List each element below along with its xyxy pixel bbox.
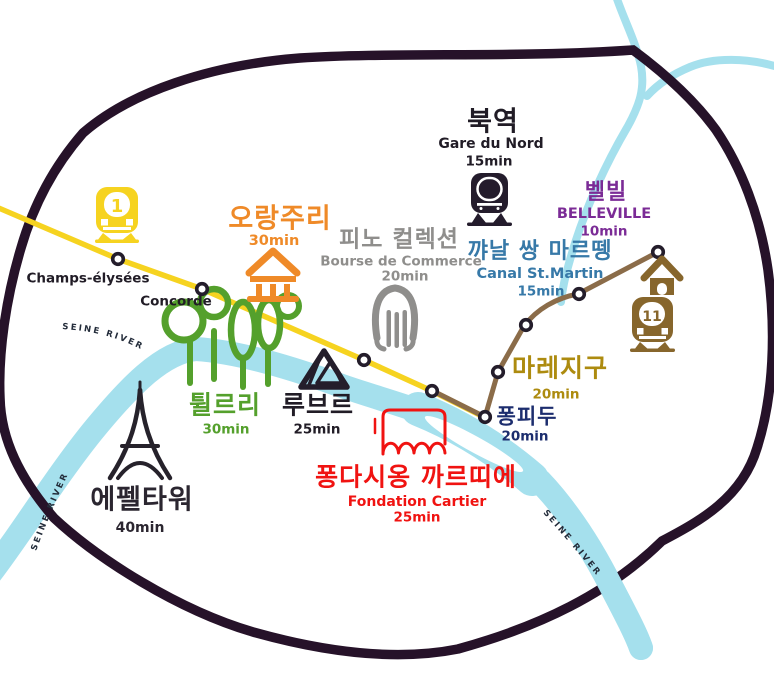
orangerie-time: 30min [248,232,300,249]
gare-du-nord-train-icon [467,173,512,226]
ile-de-la-cite-island [424,415,524,473]
canal-st-martin-label-en: Canal St.Martin [476,265,604,282]
bourse-de-commerce-icon [371,284,419,352]
louvre-label: 루브르 [281,390,355,420]
belleville-house-icon [640,255,684,295]
belleville-label-en: BELLEVILLE [556,205,652,222]
station-label-concorde: Concorde [140,293,212,310]
eiffel-tower-label: 에펠타워 [90,484,194,516]
seine-river-label: SEINE RIVER [62,322,146,353]
fondation-cartier-label-ko: 퐁다시옹 까르띠에 [315,462,517,492]
ring-road [0,45,774,660]
ile-saint-louis-island [498,476,536,516]
pinault-time: 20min [381,268,429,285]
station-dot [490,364,506,380]
tuileries-time: 30min [202,421,250,438]
gare-du-nord-label-ko: 북역 [467,106,519,138]
marais-label: 마레지구 [511,353,609,383]
station-dot [518,317,534,333]
belleville-label-ko: 벨빌 [584,180,628,205]
eiffel-tower-icon [107,380,173,481]
canal-st-martin-label-ko: 꺄날 쌍 마르뗑 [467,239,613,264]
fondation-cartier-icon [373,408,447,456]
bourse-de-commerce-label: Bourse de Commerce [320,253,482,270]
station-dot-pompidou [477,409,493,425]
marais-time: 20min [532,386,580,403]
station-dot-champs-elysees [110,251,126,267]
station-label-champs-elysees: Champs-élysées [26,270,150,287]
pompidou-label: 퐁피두 [496,404,558,429]
pompidou-time: 20min [501,428,549,445]
canal-ourcq-water [643,55,774,100]
canal-st-martin-time: 15min [517,283,565,300]
metro-line-11-number: 11 [642,309,661,325]
metro-1-train-icon: 1 [95,187,139,243]
metro-line-1-number: 1 [111,196,124,217]
station-dot-concorde [194,281,210,297]
pinault-collection-label: 피노 컬렉션 [339,226,459,253]
station-dots [110,244,666,425]
station-dot [424,383,440,399]
orangerie-museum-icon [245,247,301,302]
station-dot [356,352,372,368]
metro-11-train-icon: 11 [630,297,675,352]
belleville-time: 10min [580,223,628,240]
station-dot-belleville [650,244,666,260]
louvre-time: 25min [293,421,341,438]
eiffel-tower-time: 40min [115,520,165,536]
fondation-cartier-time: 25min [393,509,441,526]
seine-river-tail [528,469,653,660]
gare-du-nord-time: 15min [465,153,513,170]
gare-du-nord-label-en: Gare du Nord [438,136,544,152]
orangerie-label: 오랑주리 [228,203,332,235]
seine-islands [424,415,536,516]
tuileries-label: 튈르리 [188,390,262,420]
louvre-pyramid-icon [298,348,350,390]
fondation-cartier-label-en: Fondation Cartier [347,494,487,510]
station-dot [571,286,587,302]
